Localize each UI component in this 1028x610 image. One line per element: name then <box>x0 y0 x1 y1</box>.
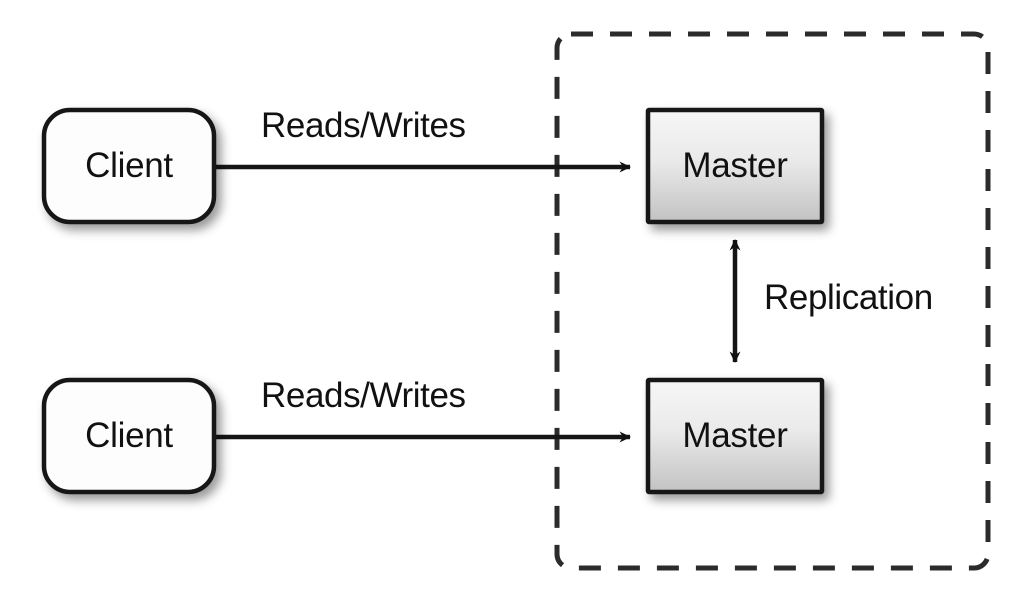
node-client-bottom[interactable] <box>41 377 217 495</box>
node-master-top[interactable] <box>645 107 825 225</box>
node-client-top[interactable] <box>41 107 217 225</box>
node-master-bottom[interactable] <box>645 377 825 495</box>
replication-cluster-boundary <box>554 31 991 571</box>
edge-label-replication: Replication <box>764 278 933 317</box>
edge-label-reads-writes-top: Reads/Writes <box>261 106 466 145</box>
edge-label-reads-writes-bottom: Reads/Writes <box>261 376 466 415</box>
